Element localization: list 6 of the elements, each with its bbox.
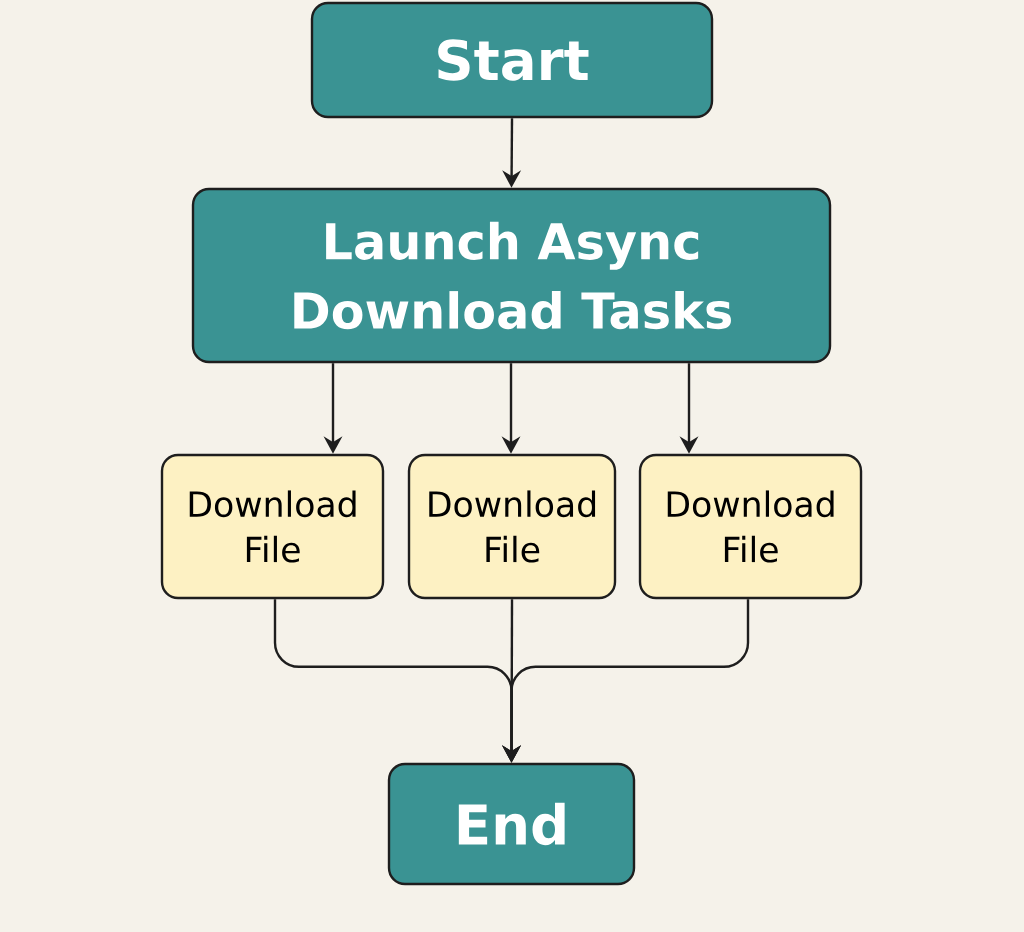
task-box: Download File (638, 453, 863, 600)
terminal-box: End (387, 762, 636, 886)
terminal-box: Start (310, 1, 714, 119)
task-box: Download File (407, 453, 617, 600)
process-box: Launch Async Download Tasks (191, 187, 832, 364)
task-box: Download File (160, 453, 385, 600)
